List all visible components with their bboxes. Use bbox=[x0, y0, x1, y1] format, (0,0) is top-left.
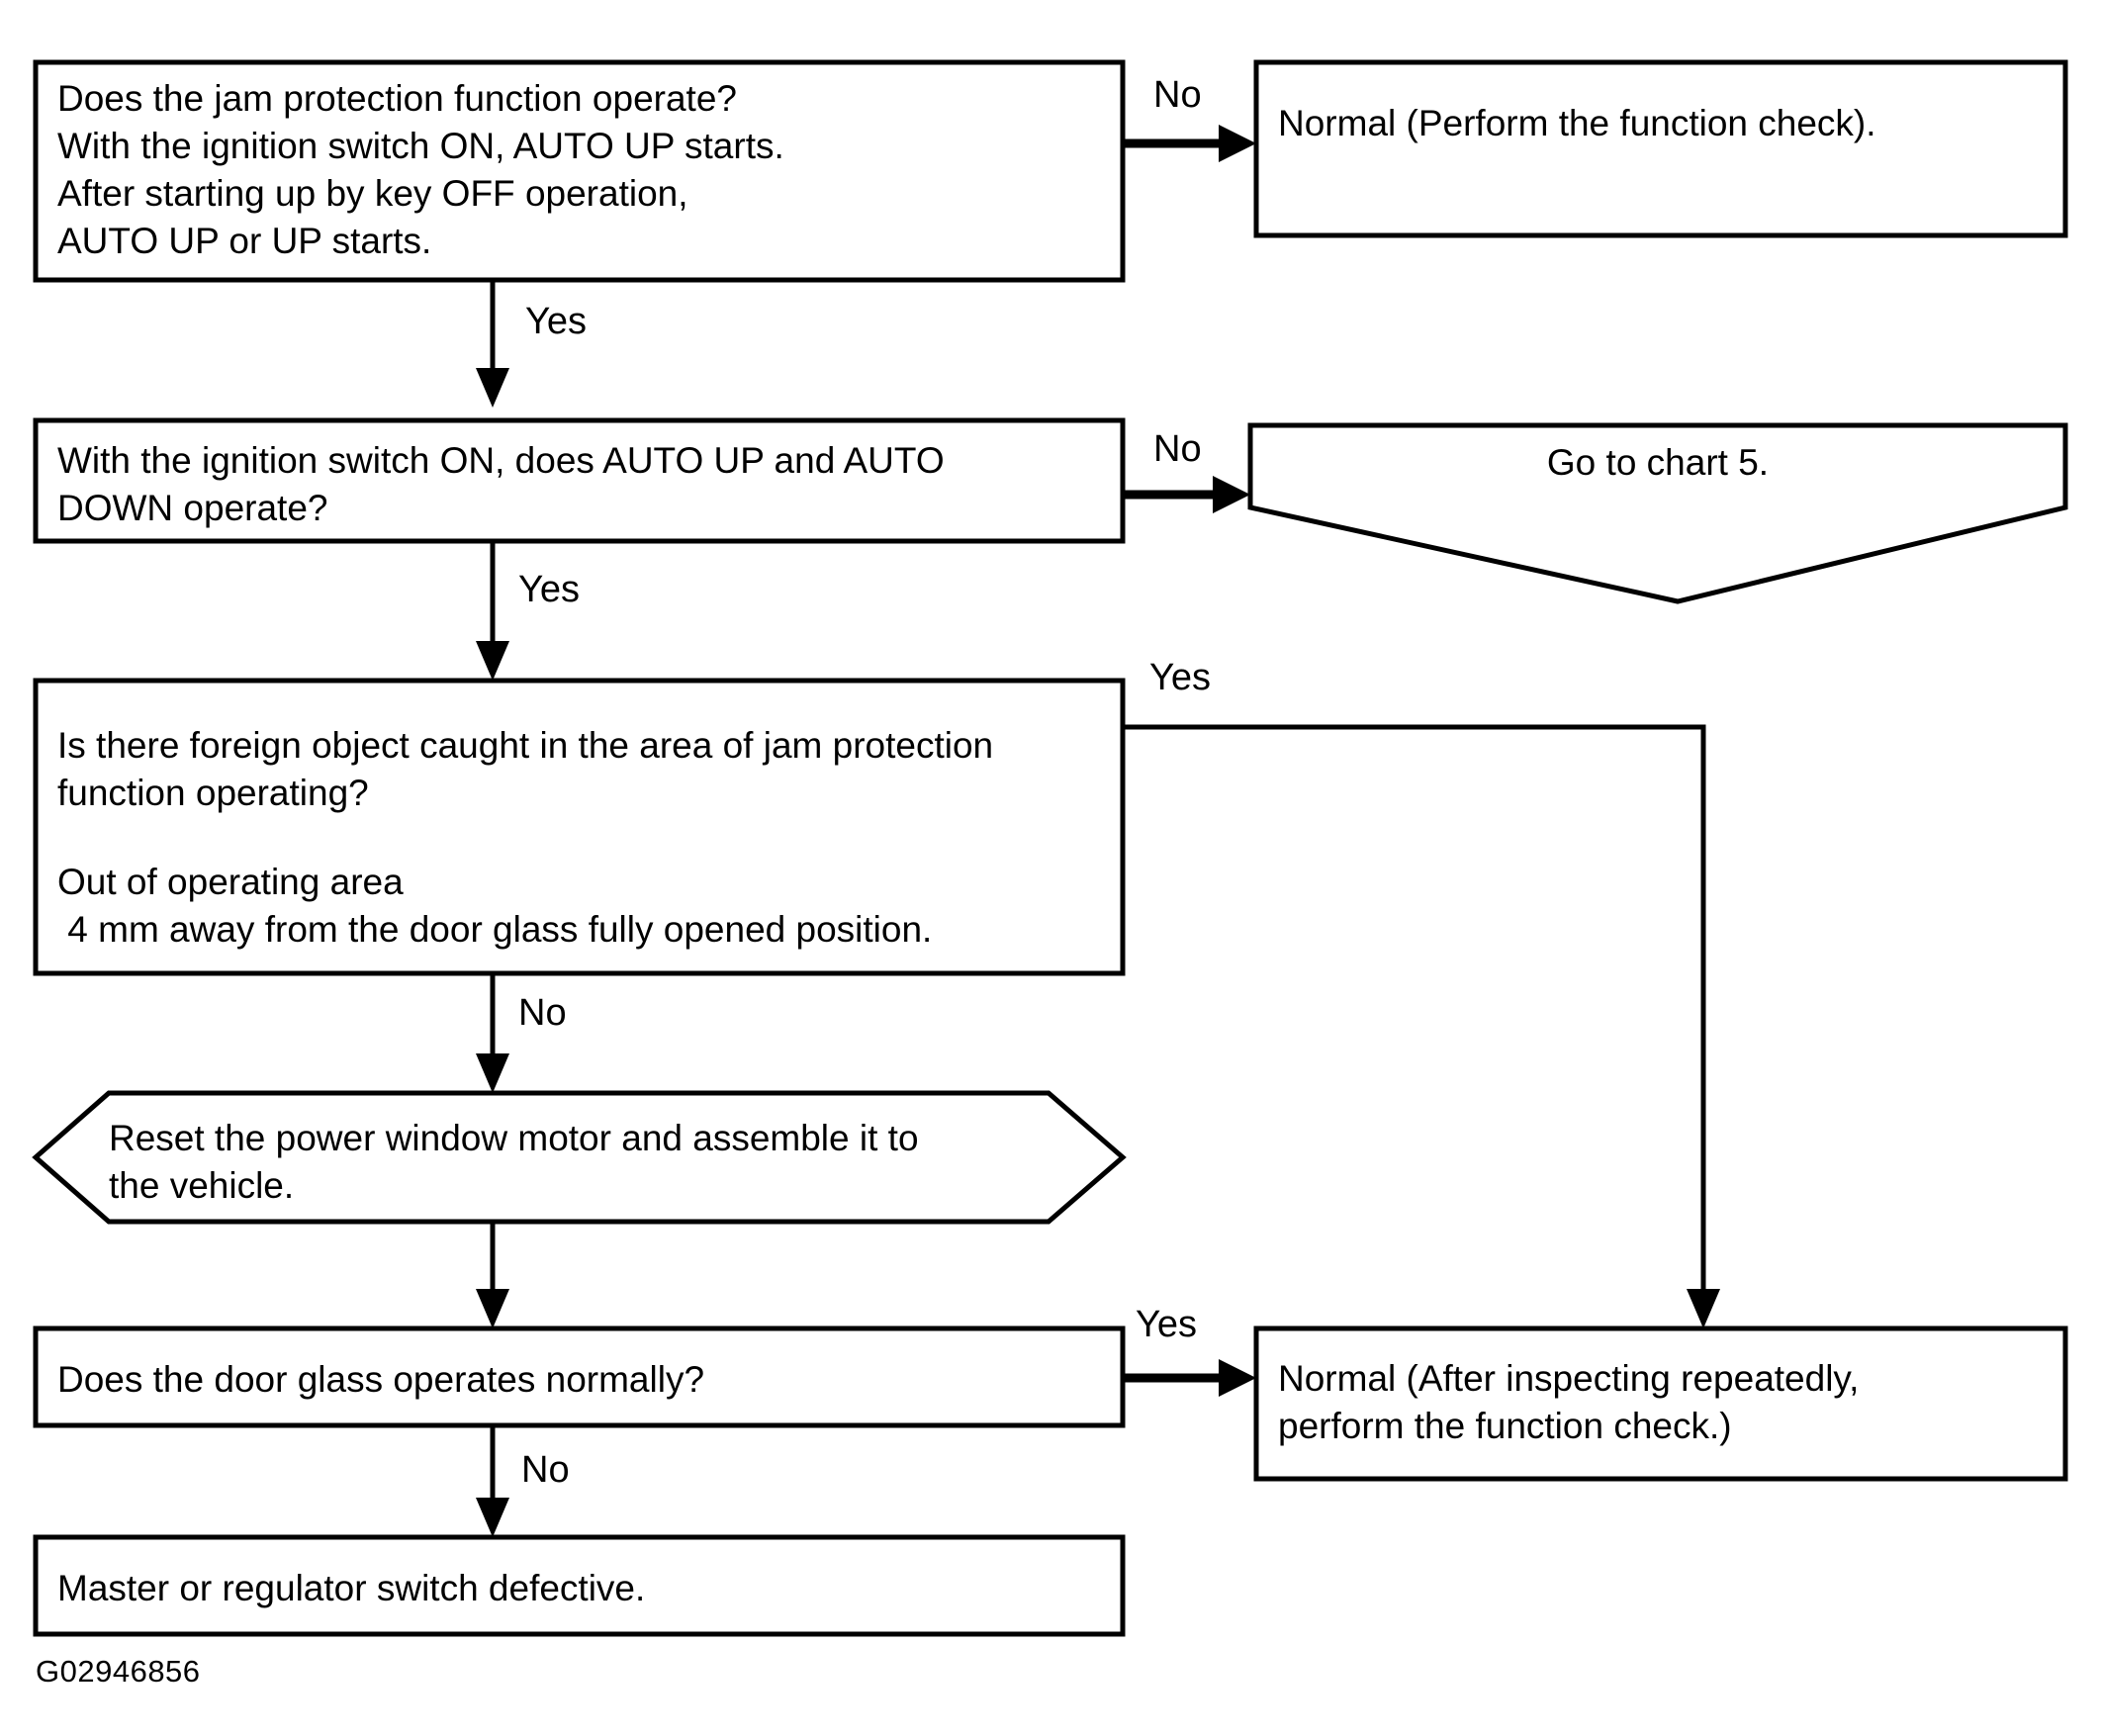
edge-label-q2-no: No bbox=[1153, 428, 1202, 470]
node-q3-line-1: Is there foreign object caught in the ar… bbox=[57, 725, 993, 766]
node-a1-shape bbox=[32, 1090, 1127, 1225]
node-r3-shape bbox=[1253, 1325, 2068, 1482]
node-q4: Does the door glass operates normally? bbox=[57, 1359, 704, 1400]
node-q3-shape bbox=[33, 678, 1126, 976]
edge-q2-to-q3 bbox=[476, 541, 509, 681]
edge-q1-to-q2 bbox=[476, 280, 509, 408]
node-q1-line-2: With the ignition switch ON, AUTO UP sta… bbox=[57, 126, 784, 166]
node-r2-shape bbox=[1247, 422, 2068, 604]
edge-label-q3-yes: Yes bbox=[1149, 657, 1211, 698]
edge-q3-to-a1 bbox=[476, 973, 509, 1093]
node-r2-line-1: Go to chart 5. bbox=[1547, 442, 1769, 483]
edge-q4-to-r3 bbox=[1123, 1359, 1256, 1397]
node-q1: Does the jam protection function operate… bbox=[57, 78, 784, 261]
node-q2-line-1: With the ignition switch ON, does AUTO U… bbox=[57, 440, 945, 481]
edge-label-q1-yes: Yes bbox=[525, 301, 587, 342]
edge-q4-to-r4 bbox=[476, 1425, 509, 1537]
node-a1-line-2: the vehicle. bbox=[109, 1165, 294, 1206]
edge-label-q3-no: No bbox=[518, 992, 567, 1034]
node-q3-line-5: 4 mm away from the door glass fully open… bbox=[57, 909, 932, 950]
node-r1: Normal (Perform the function check). bbox=[1278, 103, 1876, 143]
node-q1-shape bbox=[33, 59, 1126, 283]
node-q1-line-4: AUTO UP or UP starts. bbox=[57, 221, 431, 261]
node-r1-line-1: Normal (Perform the function check). bbox=[1278, 103, 1876, 143]
edge-q3-to-r3 bbox=[1123, 724, 1720, 1328]
edge-q2-to-r2 bbox=[1123, 476, 1250, 513]
node-q1-line-3: After starting up by key OFF operation, bbox=[57, 173, 688, 214]
node-r4-shape bbox=[33, 1534, 1126, 1637]
node-q3: Is there foreign object caught in the ar… bbox=[57, 725, 993, 950]
node-r3: Normal (After inspecting repeatedly, per… bbox=[1278, 1358, 1859, 1446]
node-q4-shape bbox=[33, 1325, 1126, 1428]
node-r2: Go to chart 5. bbox=[1547, 442, 1769, 483]
edge-a1-to-q4 bbox=[476, 1222, 509, 1328]
edge-q1-to-r1 bbox=[1123, 125, 1256, 162]
node-q1-line-1: Does the jam protection function operate… bbox=[57, 78, 737, 119]
node-q3-line-4: Out of operating area bbox=[57, 862, 404, 902]
edge-label-q2-yes: Yes bbox=[518, 569, 580, 610]
node-r4-line-1: Master or regulator switch defective. bbox=[57, 1568, 645, 1608]
edge-label-q1-no: No bbox=[1153, 74, 1202, 116]
figure-code: G02946856 bbox=[36, 1654, 201, 1689]
node-q3-line-2: function operating? bbox=[57, 773, 369, 813]
node-q2-shape bbox=[33, 417, 1126, 544]
node-q2-line-2: DOWN operate? bbox=[57, 488, 328, 528]
edge-label-q4-yes: Yes bbox=[1136, 1304, 1197, 1345]
node-q2: With the ignition switch ON, does AUTO U… bbox=[57, 440, 945, 528]
node-r4: Master or regulator switch defective. bbox=[57, 1568, 645, 1608]
node-r3-line-2: perform the function check.) bbox=[1278, 1406, 1732, 1446]
node-q4-line-1: Does the door glass operates normally? bbox=[57, 1359, 704, 1400]
node-r3-line-1: Normal (After inspecting repeatedly, bbox=[1278, 1358, 1859, 1399]
node-a1-line-1: Reset the power window motor and assembl… bbox=[109, 1118, 919, 1158]
node-a1: Reset the power window motor and assembl… bbox=[109, 1118, 919, 1206]
edge-label-q4-no: No bbox=[521, 1449, 570, 1491]
node-r1-shape bbox=[1253, 59, 2068, 238]
